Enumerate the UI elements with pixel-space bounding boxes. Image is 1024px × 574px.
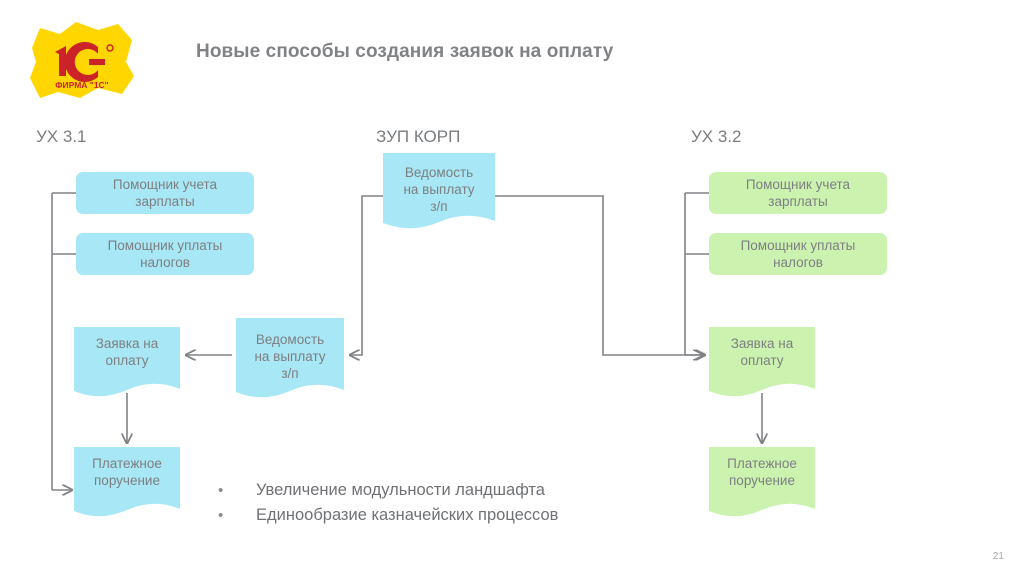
node-left-request[interactable] bbox=[74, 327, 180, 397]
page-number: 21 bbox=[992, 551, 1004, 562]
logo-1c-icon: ФИРМА "1С" bbox=[30, 22, 134, 98]
node-left-helper-salary[interactable] bbox=[76, 172, 254, 214]
list-item: • Единообразие казначейских процессов bbox=[218, 503, 688, 528]
node-left-statement[interactable] bbox=[236, 318, 344, 398]
node-left-payment-order[interactable] bbox=[74, 447, 180, 517]
column-header-zup: ЗУП КОРП bbox=[376, 127, 461, 146]
column-header-ux31: УХ 3.1 bbox=[36, 127, 87, 146]
node-right-payment-order[interactable] bbox=[709, 447, 815, 517]
list-item-label: Единообразие казначейских процессов bbox=[256, 506, 559, 524]
node-zup-statement[interactable] bbox=[383, 153, 495, 229]
company-logo: ФИРМА "1С" bbox=[26, 18, 138, 104]
bullet-icon: • bbox=[218, 507, 224, 524]
right-connectors bbox=[684, 192, 762, 443]
zup-connectors bbox=[350, 195, 703, 355]
list-item-label: Увеличение модульности ландшафта bbox=[256, 481, 545, 499]
page-title: Новые способы создания заявок на оплату bbox=[196, 41, 614, 62]
logo-caption: ФИРМА "1С" bbox=[55, 80, 108, 90]
column-header-ux32: УХ 3.2 bbox=[691, 127, 742, 146]
node-left-helper-tax[interactable] bbox=[76, 233, 254, 275]
node-right-helper-tax[interactable] bbox=[709, 233, 887, 275]
list-item: • Увеличение модульности ландшафта bbox=[218, 478, 688, 503]
node-right-helper-salary[interactable] bbox=[709, 172, 887, 214]
benefits-list: • Увеличение модульности ландшафта • Еди… bbox=[218, 478, 688, 528]
node-right-request[interactable] bbox=[709, 327, 815, 397]
left-connectors bbox=[51, 192, 232, 490]
bullet-icon: • bbox=[218, 482, 224, 499]
